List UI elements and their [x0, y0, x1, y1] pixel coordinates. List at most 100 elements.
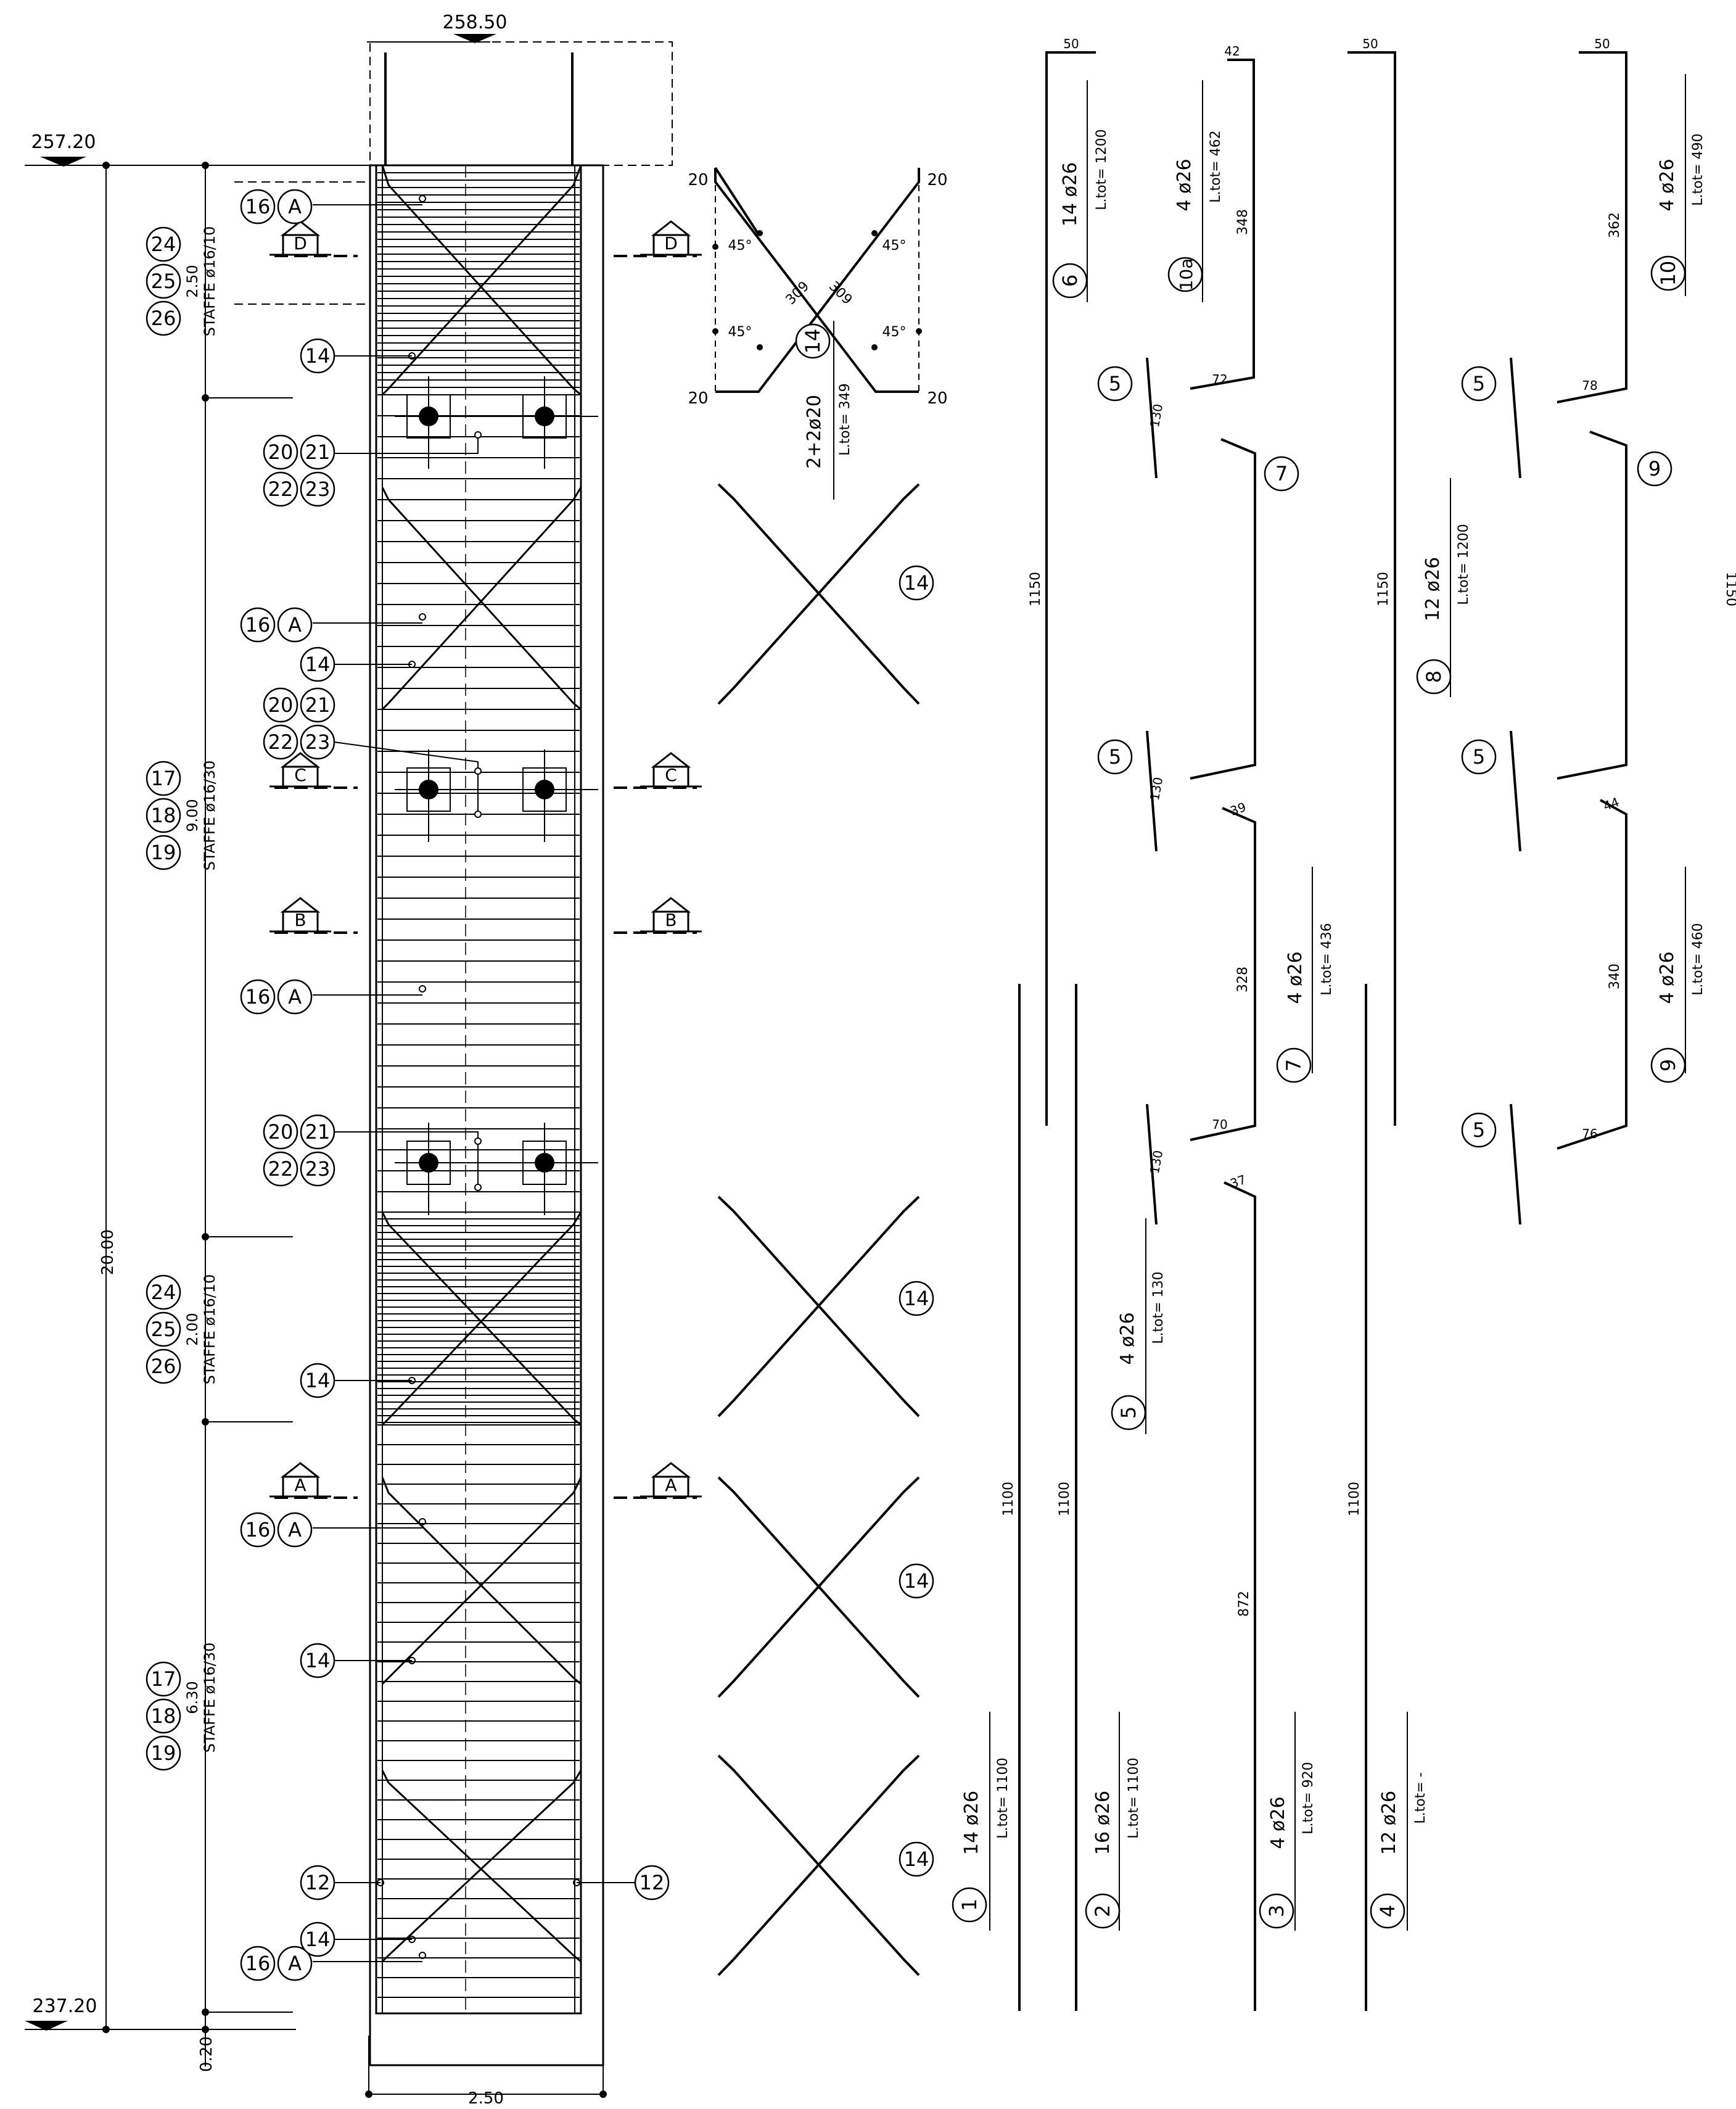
mark-23: 23	[305, 1157, 331, 1181]
mark-a: A	[288, 985, 302, 1009]
stirrup-zone-length: 6.30	[184, 1681, 201, 1714]
callout-16a: 16 A	[240, 1512, 426, 1548]
callout-16a: 16 A	[240, 979, 426, 1015]
bar-1-spec: 14 ø26	[961, 1791, 982, 1855]
bar-7: 39 70 328 4 ø26 L.tot= 436 7 7	[1190, 438, 1335, 1141]
section-label-b: B	[294, 910, 306, 930]
stirrup-zone-length: 2.00	[184, 1313, 201, 1345]
mark-14: 14	[305, 1369, 331, 1392]
detail-14-angle: 45°	[728, 324, 752, 340]
bar-10a-hook-bottom: 72	[1212, 372, 1227, 387]
section-label-d: D	[664, 233, 678, 254]
callout-20-23: 20 21 22 23	[263, 1114, 482, 1191]
bar-5-length: 130	[1147, 1149, 1166, 1175]
detail-14-leg: 20	[688, 171, 708, 189]
mark-14: 14	[305, 1928, 331, 1951]
callout-14: 14	[300, 338, 416, 374]
mark-21: 21	[305, 440, 331, 464]
mark-20: 20	[268, 693, 294, 717]
mark-18: 18	[151, 804, 176, 827]
dimension-bottom-cover: 0.20	[197, 2036, 216, 2072]
mark-16: 16	[245, 195, 271, 218]
mark-14: 14	[904, 1569, 929, 1593]
bar-1-length: 1100	[1001, 1482, 1016, 1516]
bar-5: 130 130 130 5 5 5 5 5 4 ø26 L.tot= 130 5	[1097, 357, 1521, 1434]
bar-10a-hook-top: 42	[1224, 44, 1240, 59]
elevation-bottom: 237.20	[33, 1996, 97, 2017]
section-b-marker: B B	[268, 897, 703, 933]
bar-1-ltot: L.tot= 1100	[995, 1757, 1011, 1838]
bar-6: 50 1150 14 ø26 L.tot= 1200 6	[1028, 36, 1109, 1126]
bar-8-hook: 50	[1362, 36, 1378, 51]
mark-23: 23	[305, 730, 331, 754]
mark-9: 9	[1656, 1059, 1680, 1071]
bar-7-spec: 4 ø26	[1285, 951, 1306, 1004]
stirrup-zone-spec: STAFFE ø16/10	[201, 1274, 218, 1385]
bar-6-hook: 50	[1063, 36, 1079, 51]
bar-10-hook-top: 50	[1594, 36, 1610, 51]
dimension-lines	[102, 162, 607, 2098]
detail-14-leg: 20	[927, 389, 947, 408]
mark-25: 25	[151, 270, 176, 293]
mark-22: 22	[268, 477, 294, 501]
mark-2: 2	[1091, 1905, 1114, 1917]
mark-23: 23	[305, 477, 331, 501]
mark-a: A	[288, 1518, 302, 1542]
mark-8: 8	[1422, 671, 1446, 683]
bar-4-length: 1100	[1347, 1482, 1362, 1516]
pile-elevation	[234, 41, 673, 2066]
section-label-a: A	[665, 1475, 677, 1495]
mark-19: 19	[151, 1741, 176, 1765]
mark-5: 5	[1473, 372, 1485, 395]
mark-12: 12	[640, 1871, 665, 1894]
bar-8: 50 1150 12 ø26 L.tot= 1200 8	[1347, 36, 1471, 1126]
bar-10a-spec: 4 ø26	[1174, 159, 1195, 211]
bar-2-spec: 16 ø26	[1092, 1791, 1114, 1855]
bar-10-ltot: L.tot= 490	[1690, 133, 1706, 205]
bar-4: 1100 12 ø26 L.tot= - 4	[1347, 984, 1428, 2011]
mark-12: 12	[305, 1871, 331, 1894]
mark-14: 14	[305, 1649, 331, 1672]
mark-17: 17	[151, 1667, 176, 1691]
bar-4-spec: 12 ø26	[1378, 1791, 1400, 1855]
mark-16: 16	[245, 1518, 271, 1542]
bar-3-length: 872	[1236, 1591, 1252, 1617]
mark-22: 22	[268, 1157, 294, 1181]
section-label-b: B	[665, 910, 677, 930]
mark-25: 25	[151, 1318, 176, 1341]
mark-20: 20	[268, 1120, 294, 1144]
dimension-width: 2.50	[468, 2089, 504, 2108]
bar-10: 50 78 362 4 ø26 L.tot= 490 10	[1557, 36, 1706, 403]
detail-14-angle: 45°	[882, 324, 907, 340]
mark-5: 5	[1109, 745, 1121, 769]
mark-20: 20	[268, 440, 294, 464]
bar-2: 1100 16 ø26 L.tot= 1100 2	[1057, 984, 1142, 2011]
mark-5: 5	[1117, 1406, 1140, 1419]
bar-9-ltot: L.tot= 460	[1690, 923, 1706, 995]
mark-26: 26	[151, 307, 176, 330]
mark-24: 24	[151, 1281, 176, 1304]
mark-10a: 10a	[1176, 258, 1196, 291]
bar-6-ltot: L.tot= 1200	[1094, 129, 1109, 210]
stirrup-zone-length: 2.50	[184, 265, 201, 297]
bar-10-hook-bottom: 78	[1582, 378, 1597, 393]
mark-10: 10	[1656, 261, 1680, 286]
mark-16: 16	[245, 613, 271, 637]
mark-14: 14	[801, 329, 825, 354]
section-d-marker: D D	[268, 220, 703, 256]
mark-a: A	[288, 1952, 302, 1975]
elevation-top: 257.20	[31, 131, 96, 153]
bar-4-ltot: L.tot= -	[1413, 1772, 1428, 1823]
stirrup-zone-4: 6.30 STAFFE ø16/30 17 18 19	[146, 1643, 218, 1771]
mark-14: 14	[904, 1287, 929, 1310]
detail-14-angle: 45°	[728, 238, 752, 254]
bar-5-length: 130	[1147, 776, 1166, 802]
detail-bar-14: 20 20 20 20 45° 45° 45° 45° 309 309 14 2…	[688, 167, 948, 500]
callout-14: 14	[300, 1921, 416, 1957]
mark-14: 14	[904, 1847, 929, 1871]
mark-14: 14	[305, 653, 331, 676]
detail-14-diagonal: 309	[826, 279, 855, 308]
callouts: 16 A 16 A 16 A 16 A 16 A 14 14 14 14 14	[240, 189, 670, 1981]
section-c-marker: C C	[268, 752, 703, 788]
